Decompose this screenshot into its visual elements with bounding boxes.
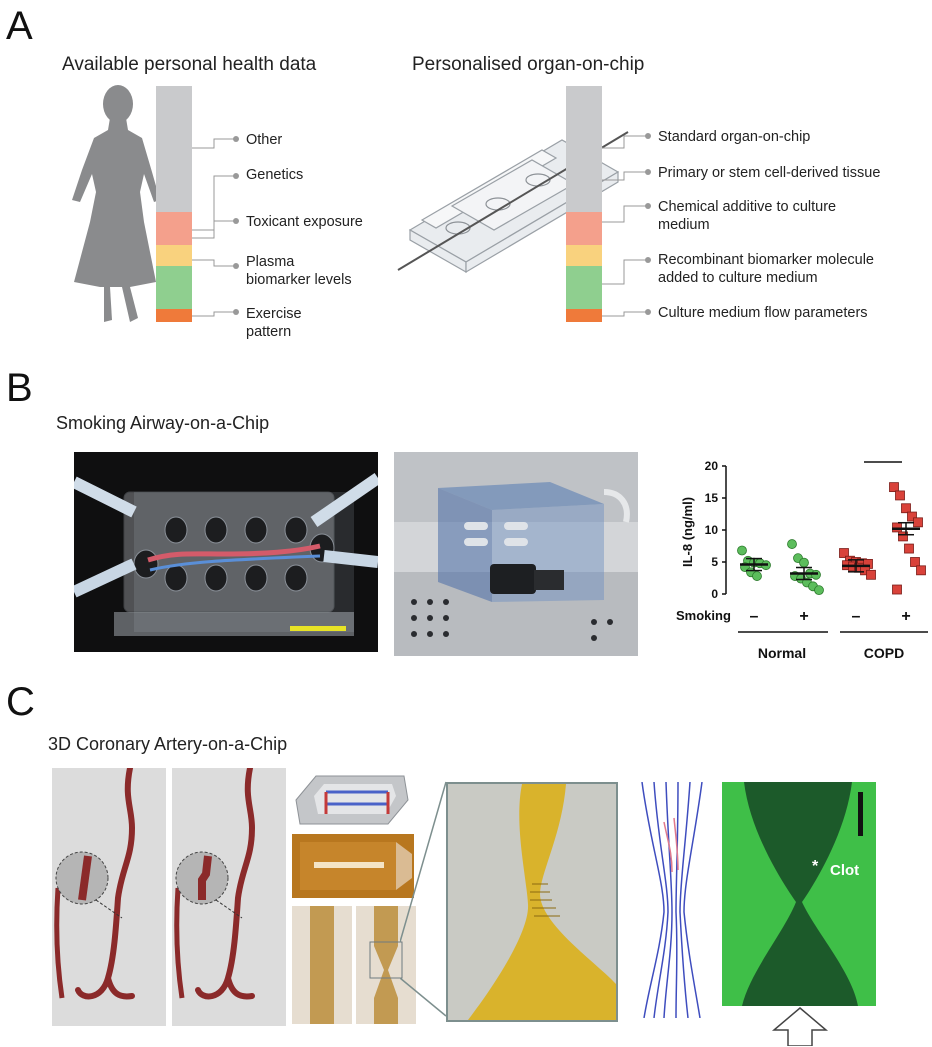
channel-photo-stenosis	[356, 906, 416, 1024]
right-label-chemical: Chemical additive to culture medium	[658, 199, 837, 233]
zoom-connector	[400, 781, 447, 1017]
airway-chip-photo	[74, 452, 378, 652]
right-bar-segment-green	[566, 266, 602, 309]
data-point	[866, 569, 876, 580]
flow-direction-arrow	[771, 1007, 829, 1046]
y-tick-label: 15	[705, 491, 719, 505]
data-point	[901, 503, 911, 514]
data-point	[889, 482, 899, 493]
clot-label: Clot	[830, 862, 860, 879]
right-bar-segment-grey	[566, 86, 602, 212]
chip-photo	[292, 834, 414, 898]
data-point	[916, 565, 926, 576]
bar-segment-toxicant	[156, 212, 192, 245]
x-category-label: –	[852, 608, 861, 625]
right-label-flow: Culture medium flow parameters	[658, 305, 868, 321]
flow-simulation	[630, 782, 710, 1018]
data-point	[799, 557, 809, 568]
panel-a-right-title: Personalised organ-on-chip	[412, 54, 645, 75]
y-tick-label: 0	[711, 587, 718, 601]
right-connector-lines	[602, 133, 651, 317]
clot-asterisk: *	[812, 858, 819, 875]
panel-a-left-title: Available personal health data	[62, 54, 317, 75]
bar-segment-genetics	[156, 266, 192, 309]
x-category-label: –	[750, 608, 759, 625]
left-label-plasma: Plasma biomarker levels	[246, 254, 352, 288]
bar-segment-other	[156, 86, 192, 212]
right-label-standard: Standard organ-on-chip	[658, 129, 811, 145]
data-point	[752, 571, 762, 581]
zoomed-channel-photo	[446, 782, 618, 1022]
panel-b-letter: B	[6, 366, 33, 410]
left-connector-lines	[192, 136, 239, 317]
data-point	[892, 522, 902, 533]
artery-model-healthy	[52, 768, 166, 1026]
right-chip-bar	[566, 86, 602, 322]
chart-ylabel: IL-8 (ng/ml)	[680, 497, 695, 567]
left-label-toxicant: Toxicant exposure	[246, 214, 363, 230]
x-category-label: +	[799, 608, 808, 625]
chip-schematic	[292, 770, 412, 828]
panel-c-letter: C	[6, 680, 35, 724]
panel-c-title: 3D Coronary Artery-on-a-Chip	[48, 734, 288, 754]
right-label-recombinant: Recombinant biomarker molecule added to …	[658, 252, 874, 286]
bar-segment-plasma	[156, 245, 192, 266]
channel-photo-straight	[292, 906, 352, 1024]
artery-model-stenosis	[172, 768, 286, 1026]
data-point	[907, 511, 917, 522]
left-health-data-bar	[156, 86, 192, 322]
left-label-exercise: Exercise pattern	[246, 306, 302, 340]
right-bar-segment-orange	[566, 309, 602, 322]
y-tick-label: 5	[711, 555, 718, 569]
data-point	[892, 584, 902, 595]
data-point	[814, 585, 824, 596]
data-point	[787, 539, 797, 549]
group-label-copd: COPD	[864, 645, 904, 661]
group-label-normal: Normal	[758, 645, 806, 661]
smoking-machine-photo	[394, 452, 638, 656]
right-label-primary: Primary or stem cell-derived tissue	[658, 165, 881, 181]
data-point	[904, 543, 914, 554]
panel-a-letter: A	[6, 4, 33, 48]
data-point	[839, 548, 849, 558]
x-category-label: +	[901, 608, 910, 625]
woman-silhouette	[72, 85, 160, 322]
y-tick-label: 10	[705, 523, 719, 537]
data-point	[913, 517, 923, 528]
left-label-genetics: Genetics	[246, 167, 304, 183]
data-point	[910, 557, 920, 567]
fluorescence-clot-photo	[722, 782, 876, 1006]
il8-chart: IL-8 (ng/ml) 0 5 10 15 20 Smoking – + – + Norma…	[676, 459, 928, 661]
bar-segment-exercise	[156, 309, 192, 322]
data-point	[811, 569, 821, 580]
data-point	[737, 545, 747, 556]
chart-row-label-smoking: Smoking	[676, 608, 731, 623]
right-bar-segment-red	[566, 212, 602, 245]
left-label-other: Other	[246, 132, 283, 148]
right-bar-segment-yellow	[566, 245, 602, 266]
y-tick-label: 20	[705, 459, 719, 473]
data-point	[895, 490, 905, 501]
data-point	[898, 531, 908, 542]
panel-b-title: Smoking Airway-on-a-Chip	[56, 413, 270, 433]
